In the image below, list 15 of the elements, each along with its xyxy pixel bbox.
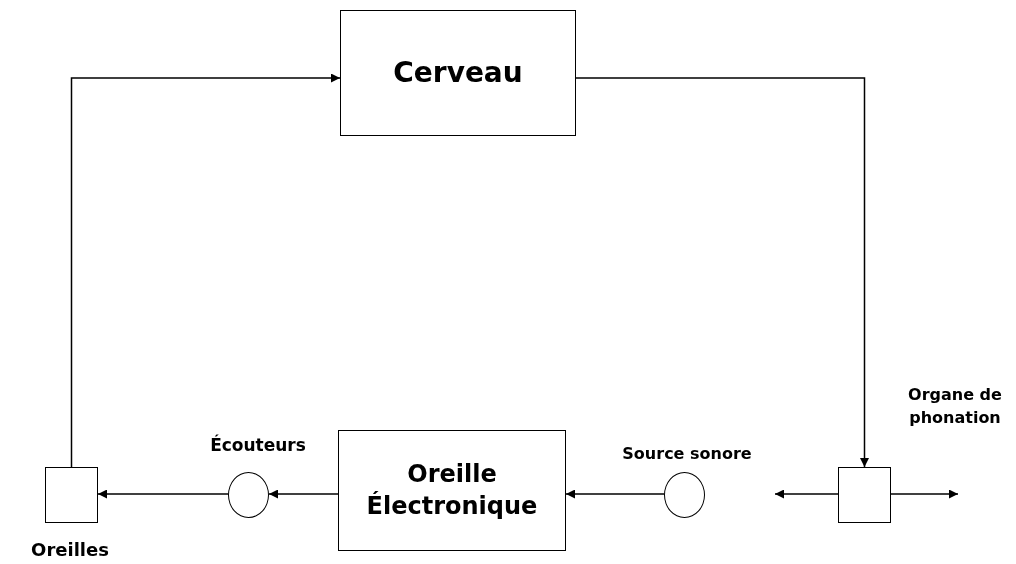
arrow — [774, 489, 839, 499]
arrow — [97, 489, 229, 499]
node-label: Écouteurs — [209, 433, 307, 457]
box-label: Cerveau — [393, 54, 523, 91]
arrow — [575, 77, 869, 468]
arrow — [565, 489, 665, 499]
arrow — [268, 489, 339, 499]
node-label: Oreilles — [30, 538, 110, 562]
node-label: Source sonore — [621, 443, 753, 465]
arrow — [70, 73, 341, 468]
arrow — [890, 489, 959, 499]
process-box — [340, 10, 576, 136]
box-label: Oreille Électronique — [365, 459, 539, 522]
process-box — [338, 430, 566, 551]
node-label: Organe de phonation — [907, 384, 1003, 430]
